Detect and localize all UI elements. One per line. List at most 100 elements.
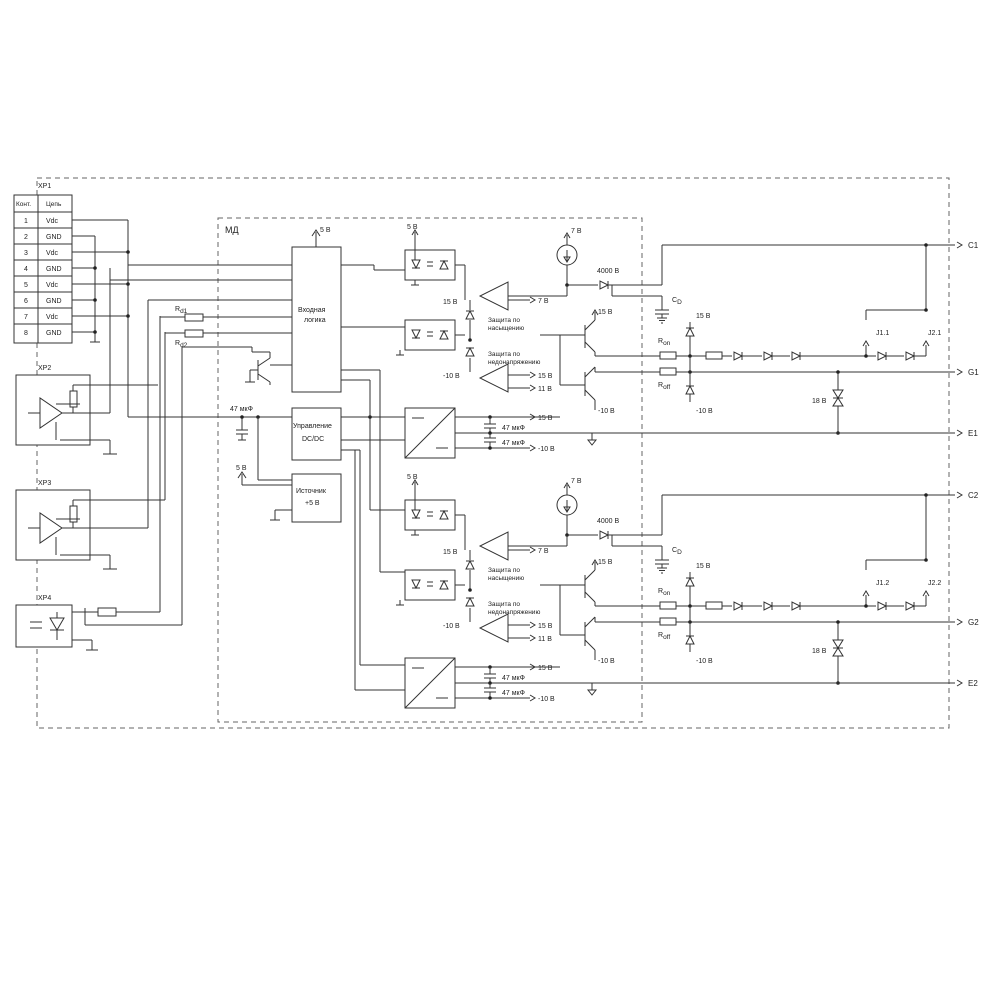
zener-15v-label: 15 В (443, 549, 458, 556)
output-emitter-label: E2 (968, 679, 978, 688)
rd1-label: Rd1 (175, 306, 188, 315)
output-gate-label: G1 (968, 368, 979, 377)
output-collector-label: C1 (968, 241, 979, 250)
dcdc-15v-label: 15 В (538, 415, 553, 422)
under-protect-line2: недонапряжению (488, 609, 540, 616)
zener-15v-label: 15 В (443, 299, 458, 306)
comparator-sat (478, 531, 509, 561)
transistor-15v-label: 15 В (598, 559, 613, 566)
gate-zener-minus10v-label: -10 В (696, 658, 713, 665)
cap-cd-label: CD (672, 547, 682, 556)
cap-cd-label: CD (672, 297, 682, 306)
xp1-net-name: Vdc (46, 282, 59, 289)
jumper-b-label: J2.1 (928, 330, 941, 337)
xp1-net-name: Vdc (46, 250, 59, 257)
xp1-net-name: GND (46, 330, 62, 337)
xp1-col-circuit: Цепь (46, 201, 62, 208)
sat-protect-line2: насыщению (488, 325, 524, 332)
dcdc-control-block: 47 мкФ Управление DC/DC Источник +5 В 5 … (230, 264, 405, 691)
xp1-net-name: GND (46, 234, 62, 241)
xp1-net-name: Vdc (46, 314, 59, 321)
r-on-label: Ron (658, 338, 671, 347)
input-logic-line2: логика (304, 317, 326, 324)
bidirectional-zener-18v-label: 18 В (812, 398, 827, 405)
transistor-minus10v-label: -10 В (598, 658, 615, 665)
xp1-pin-number: 8 (24, 330, 28, 337)
diode-4000v-label: 4000 В (597, 268, 620, 275)
transistor-15v-label: 15 В (598, 309, 613, 316)
board-boundary (36, 177, 950, 729)
under-protect-line1: Защита по (488, 601, 520, 608)
xp1-pin-number: 7 (24, 314, 28, 321)
jumper-a-label: J1.1 (876, 330, 889, 337)
optocoupler-bottom (404, 319, 456, 351)
bidirectional-zener-18v-label: 18 В (812, 648, 827, 655)
xp1-net-name: GND (46, 266, 62, 273)
under-protect-line2: недонапряжению (488, 359, 540, 366)
dcdc-cap-a-label: 47 мкФ (502, 675, 525, 682)
sat-protect-line1: Защита по (488, 567, 520, 574)
comparator-7v-label: 7 В (538, 298, 549, 305)
xp1-pin-number: 6 (24, 298, 28, 305)
xp3-connector: XP3 (15, 300, 166, 570)
source-supply-label: 5 В (236, 465, 247, 472)
xp2-label: XP2 (38, 365, 51, 372)
xp1-wiring (72, 219, 292, 418)
diode-4000v-label: 4000 В (597, 518, 620, 525)
under-protect-line1: Защита по (488, 351, 520, 358)
gate-zener-15v-label: 15 В (696, 563, 711, 570)
xp2-connector: XP2 (15, 268, 158, 455)
dcdc-15v-label: 15 В (538, 665, 553, 672)
input-logic-line1: Входная (298, 307, 326, 314)
current-source-7v-label: 7 В (571, 228, 582, 235)
dcdc-cap-a-label: 47 мкФ (502, 425, 525, 432)
dcdc-control-line2: DC/DC (302, 436, 324, 443)
optocoupler-top (404, 249, 456, 281)
comparator-sat (478, 281, 509, 311)
jumper-b-label: J2.2 (928, 580, 941, 587)
dcdc-cap-b-label: 47 мкФ (502, 690, 525, 697)
xp1-net-name: Vdc (46, 218, 59, 225)
dcdc-cap-b-label: 47 мкФ (502, 440, 525, 447)
gate-zener-minus10v-label: -10 В (696, 408, 713, 415)
comparator-undervoltage (478, 363, 509, 393)
xp1-pin-number: 3 (24, 250, 28, 257)
source5v-line1: Источник (296, 488, 327, 495)
xp1-label: XP1 (38, 183, 51, 190)
source5v-line2: +5 В (305, 500, 320, 507)
dcdc-control-line1: Управление (293, 423, 332, 430)
transistor-minus10v-label: -10 В (598, 408, 615, 415)
xp1-pin-number: 2 (24, 234, 28, 241)
output-collector-label: C2 (968, 491, 979, 500)
comparator-7v-label: 7 В (538, 548, 549, 555)
input-logic-block: Входная логика 5 В Rd1 Rd2 (110, 227, 342, 393)
r-off-label: Roff (658, 382, 670, 391)
opto-supply-label: 5 В (407, 224, 418, 231)
xp1-col-contact: Конт. (16, 201, 31, 208)
zener-minus10v-label: -10 В (443, 373, 460, 380)
opto-supply-label: 5 В (407, 474, 418, 481)
cap47-label: 47 мкФ (230, 406, 253, 413)
logic-supply-label: 5 В (320, 227, 331, 234)
sat-protect-line2: насыщению (488, 575, 524, 582)
current-source-7v-label: 7 В (571, 478, 582, 485)
gate-zener-15v-label: 15 В (696, 313, 711, 320)
sat-protect-line1: Защита по (488, 317, 520, 324)
xp4-label: XP4 (38, 595, 51, 602)
rd2-label: Rd2 (175, 340, 188, 349)
module-boundary (217, 217, 643, 723)
xp1-net-name: GND (46, 298, 62, 305)
comparator-15v-label: 15 В (538, 623, 553, 630)
optocoupler-top (404, 499, 456, 531)
xp1-pin-number: 1 (24, 218, 28, 225)
optocoupler-bottom (404, 569, 456, 601)
xp1-pin-number: 4 (24, 266, 28, 273)
xp1-pin-number: 5 (24, 282, 28, 289)
r-on-label: Ron (658, 588, 671, 597)
comparator-11v-label: 11 В (538, 386, 552, 393)
comparator-11v-label: 11 В (538, 636, 552, 643)
module-label: МД (225, 225, 239, 235)
